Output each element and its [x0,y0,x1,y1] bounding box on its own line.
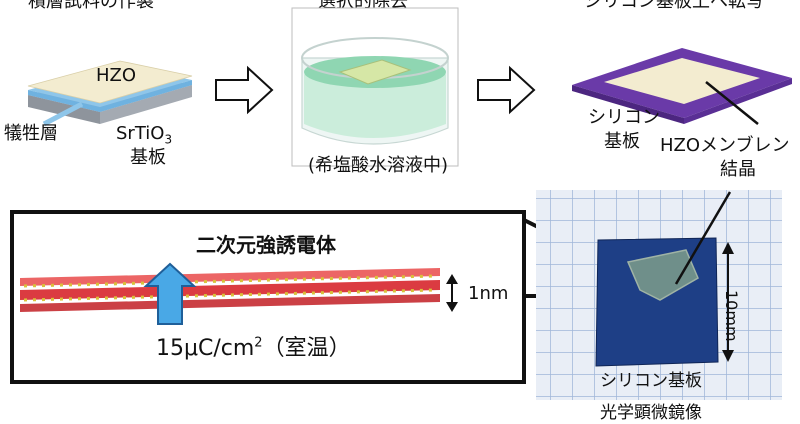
ferroelectric-title: 二次元強誘電体 [196,233,336,257]
sacrificial-layer-label: 犠牲層 [4,123,58,144]
silicon-substrate-side-right [684,78,792,124]
step3-heading: シリコン基板上へ転写 [584,0,764,12]
hzo-membrane [604,58,760,104]
substrate-label-line2: 基板 [130,147,166,168]
substrate-label-sub: 3 [164,132,173,147]
process-arrow-2-shape [477,65,536,115]
lattice-atoms-top [23,274,437,288]
hzo-film-label: HZO [96,65,137,86]
lattice-layer-bottom [20,294,440,312]
polarization-label: 15μC/cm2（室温） [156,336,351,361]
step2-heading: 選択的除去 [318,0,408,12]
thickness-arrow [446,274,458,312]
step2-caption: (希塩酸水溶液中) [308,155,449,176]
photo-substrate-label: シリコン基板 [600,371,702,391]
step1-heading: 積層試料の作製 [28,0,154,12]
process-arrow-1-shape [215,65,274,115]
photo-caption: 光学顕微鏡像 [600,403,702,423]
hzo-membrane-flake [626,249,699,301]
silicon-substrate-side [572,85,684,124]
photo-leader-line [674,191,732,285]
polarization-condition: （室温） [262,336,351,361]
lattice-layer-top [20,268,440,286]
substrate-side-left [28,95,100,124]
thickness-label: 1nm [468,283,509,304]
membrane-leader-line [705,81,759,125]
membrane-label-line2: 結晶 [720,159,756,180]
scale-bar-head-bottom [722,350,734,362]
silicon-label-line2: 基板 [604,131,640,152]
scale-bar-head-top [722,242,734,254]
substrate-label-main: SrTiO [116,123,165,144]
thickness-arrow-head-top [446,274,458,284]
polarization-value: 15μC/cm [156,336,255,361]
lattice-atoms-bottom [23,288,437,302]
scale-bar-label: 10mm [722,290,741,342]
sample-piece [338,59,412,85]
substrate-side-right [100,85,192,124]
hzo-film-layer [27,60,193,104]
solution-liquid [304,74,446,138]
lattice-layers [20,268,440,312]
sacrificial-leader-line [42,101,84,127]
membrane-label-line1: HZOメンブレン [660,135,790,156]
polarization-arrow [143,262,197,325]
thickness-arrow-head-bottom [446,302,458,312]
substrate-label: SrTiO3 [116,123,173,147]
silicon-label-line1: シリコン [588,107,660,128]
lattice-layer-middle [20,280,440,300]
polarization-sup: 2 [254,335,263,351]
sacrificial-side [28,80,192,112]
